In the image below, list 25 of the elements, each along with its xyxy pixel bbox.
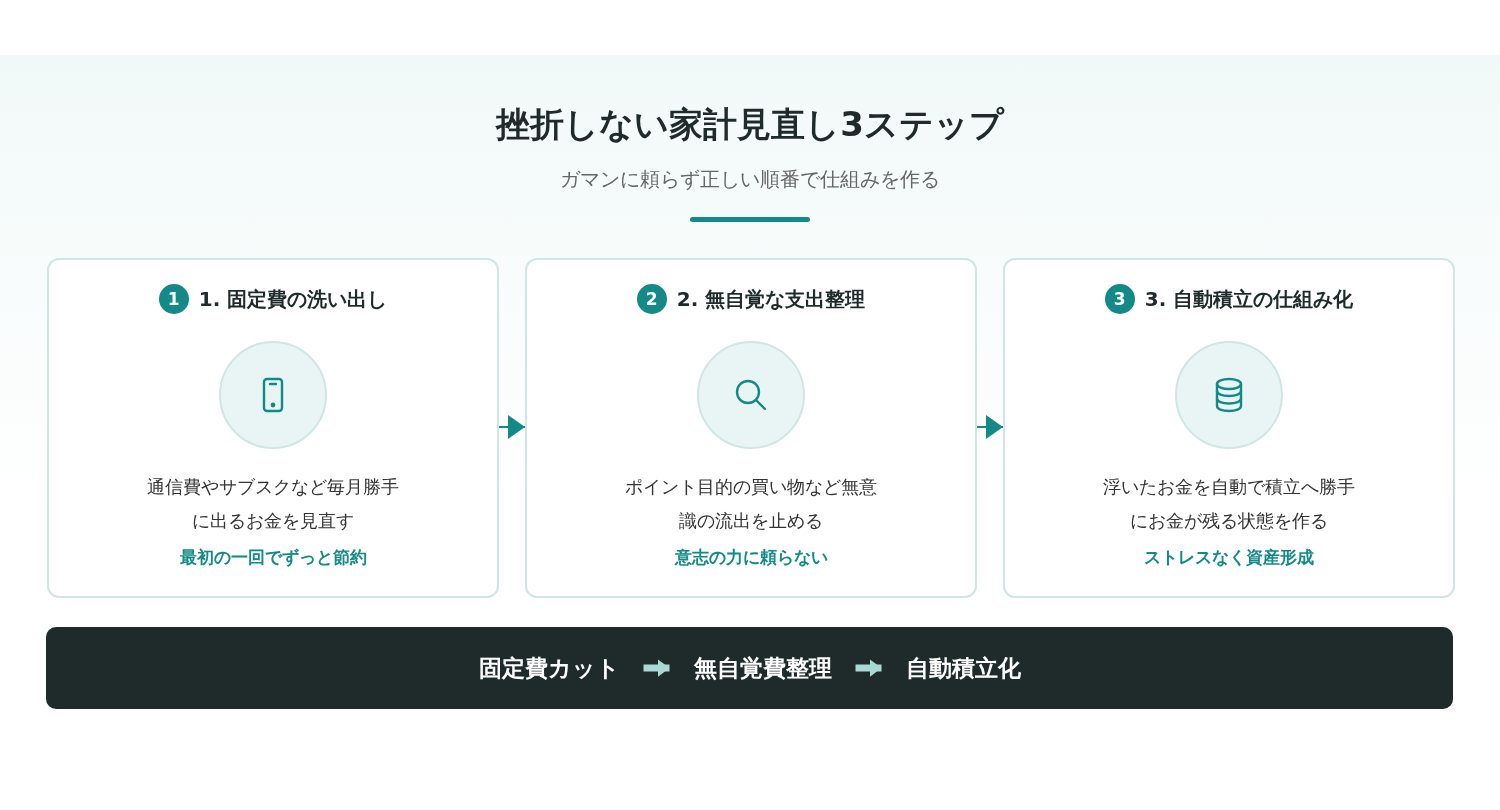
number-badge: 3	[1104, 284, 1135, 314]
step-description: 通信費やサブスクなど毎月勝手に出るお金を見直す	[146, 475, 400, 533]
flow-step: 固定費カット	[478, 652, 620, 684]
step-highlight: ストレスなく資産形成	[1143, 546, 1315, 569]
summary-bar	[46, 627, 1453, 709]
step-card	[1003, 258, 1455, 598]
step-heading: 3. 自動積立の仕組み化	[1144, 285, 1354, 313]
step-card	[47, 258, 499, 598]
step-description: 浮いたお金を自動で積立へ勝手にお金が残る状態を作る	[1102, 475, 1356, 533]
step-highlight: 意志の力に頼らない	[673, 546, 829, 569]
step-heading: 2. 無自覚な支出整理	[676, 285, 866, 313]
number-badge: 2	[636, 284, 667, 314]
arrow	[976, 415, 1004, 439]
step-highlight: 最初の一回でずっと節約	[178, 546, 368, 569]
flow-step: 無自覚費整理	[693, 652, 832, 684]
flow-step: 自動積立化	[905, 652, 1021, 684]
step-description: ポイント目的の買い物など無意識の流出を止める	[624, 475, 878, 533]
title: 挫折しない家計見直し3ステップ	[494, 103, 1006, 146]
arrow	[643, 659, 670, 677]
subtitle: ガマンに頼らず正しい順番で仕組みを作る	[559, 166, 941, 193]
step-card	[525, 258, 977, 598]
arrow	[855, 659, 882, 677]
number-badge: 1	[158, 284, 189, 314]
step-heading: 1. 固定費の洗い出し	[198, 285, 388, 313]
arrow	[498, 415, 526, 439]
